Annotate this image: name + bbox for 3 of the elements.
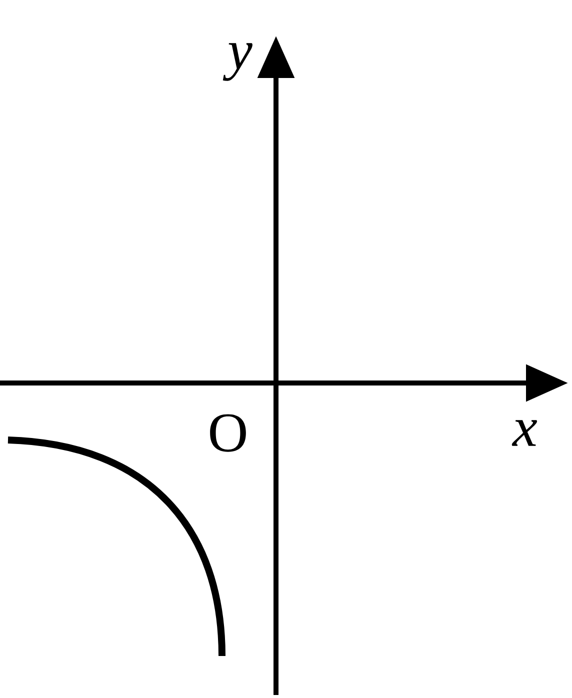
axis-label: x [512,420,538,446]
axis-label: O [210,414,246,452]
axis-label: y [222,43,252,81]
